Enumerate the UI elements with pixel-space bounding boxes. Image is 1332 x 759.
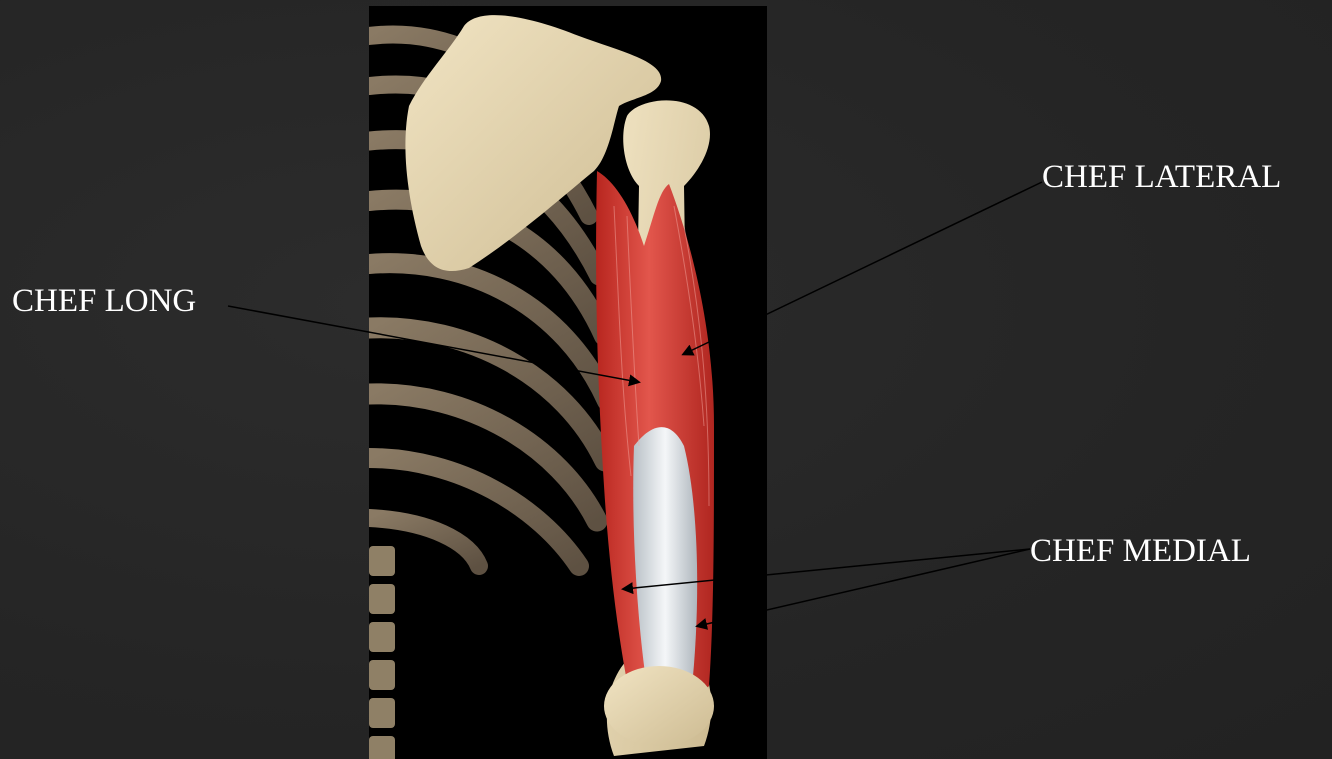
triceps-anatomy-illustration	[369, 6, 767, 759]
label-chef-long: CHEF LONG	[12, 283, 196, 320]
anatomy-drawing	[369, 6, 767, 759]
elbow-joint	[604, 666, 714, 746]
label-chef-lateral: CHEF LATERAL	[1042, 159, 1281, 196]
spine	[369, 546, 395, 759]
label-chef-medial: CHEF MEDIAL	[1030, 533, 1251, 570]
